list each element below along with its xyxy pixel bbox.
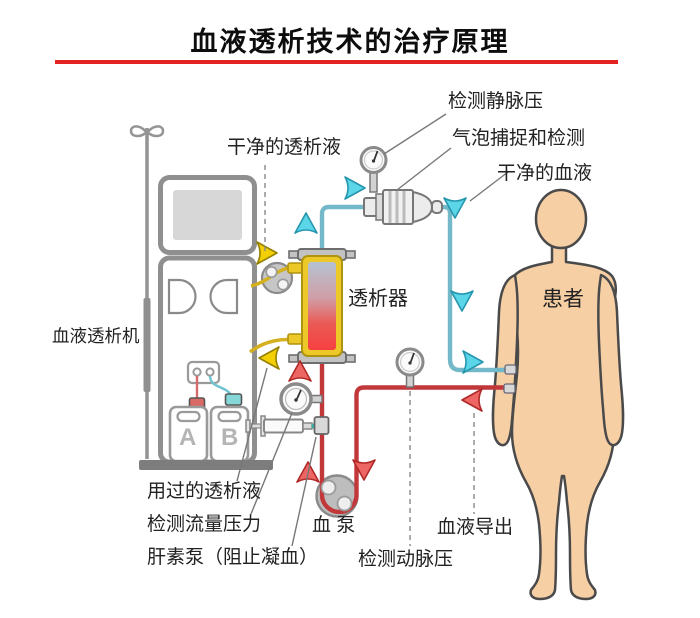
machine-door-left xyxy=(167,278,197,315)
cyan-arrow-right-icon xyxy=(344,176,366,200)
used-dialysate-label: 用过的透析液 xyxy=(147,481,262,502)
dialyzer-label: 透析器 xyxy=(348,288,408,310)
t-connector xyxy=(313,416,330,435)
red-arrow-down-icon xyxy=(352,459,376,481)
dialysate-inlet-port xyxy=(287,262,303,274)
heparin-syringe xyxy=(245,415,317,437)
dialysis-machine xyxy=(139,175,273,470)
venous-needle-connector xyxy=(504,364,517,375)
arterial-needle-connector xyxy=(503,383,516,394)
blood-out-label: 血液导出 xyxy=(437,517,514,538)
patient-left-arm xyxy=(491,273,519,447)
dialysate-flow-arrows xyxy=(256,241,280,370)
iv-pole-hooks-icon xyxy=(129,125,165,138)
machine-base xyxy=(139,460,273,470)
leader-lines xyxy=(236,113,509,547)
cyan-arrow-down-icon xyxy=(450,290,474,312)
page-title: 血液透析技术的治疗原理 xyxy=(190,27,510,57)
dashed-leader-lines xyxy=(264,165,475,546)
jug-b-label: B xyxy=(221,424,239,451)
red-arrow-up-icon xyxy=(288,360,312,382)
jug-a-handle xyxy=(176,410,201,423)
patient-right-arm xyxy=(597,273,625,447)
venous-pressure-gauge xyxy=(359,146,388,193)
machine-screen xyxy=(173,190,242,240)
iv-pole xyxy=(129,125,165,459)
dialysate-pump-roller-2 xyxy=(276,278,289,291)
patient-label: 患者 xyxy=(542,288,584,311)
jug-a-label: A xyxy=(179,424,197,451)
dialyzer-membrane xyxy=(308,262,336,350)
dialyzer-device xyxy=(287,248,356,364)
dialysate-pump-roller-1 xyxy=(265,265,278,278)
cap-b xyxy=(224,393,243,406)
bubble-trap-label: 气泡捕捉和检测 xyxy=(452,128,586,149)
machine-door-right xyxy=(209,278,239,315)
concentrate-tube-b xyxy=(208,375,233,396)
blood-flow-arrows xyxy=(288,360,483,483)
heparin-pump-label: 肝素泵（阻止凝血） xyxy=(147,547,319,568)
arterial-pressure-gauge xyxy=(395,347,425,388)
yellow-arrow-right-icon xyxy=(256,241,278,265)
clean-blood-flow-arrows xyxy=(294,176,484,374)
title-underline xyxy=(55,60,618,64)
red-arrow-left-icon xyxy=(461,388,483,412)
patient-head xyxy=(534,188,588,250)
blood-pump-roller-1 xyxy=(320,479,337,496)
arterial-blood-tube xyxy=(319,356,513,515)
port-b xyxy=(205,367,215,377)
bubble-trap-device xyxy=(363,189,443,225)
dialysate-outlet-port xyxy=(287,333,303,345)
patient-figure xyxy=(491,188,625,601)
arterial-pressure-label: 检测动脉压 xyxy=(358,549,454,570)
port-a xyxy=(192,367,202,377)
venous-pressure-label: 检测静脉压 xyxy=(448,91,544,112)
flow-pressure-gauge xyxy=(279,382,323,416)
yellow-arrow-left-icon xyxy=(258,346,280,370)
cyan-arrow-down-icon xyxy=(443,197,467,219)
blood-pump-label: 血 泵 xyxy=(312,515,356,536)
cyan-arrow-up-icon xyxy=(294,212,318,234)
machine-label: 血液透析机 xyxy=(52,326,140,346)
clean-blood-label: 干净的血液 xyxy=(497,163,593,184)
cyan-arrow-right-icon xyxy=(462,350,484,374)
jug-b-handle xyxy=(217,410,242,423)
clean-dialysate-label: 干净的透析液 xyxy=(227,137,342,158)
blood-pump-roller-2 xyxy=(336,495,353,512)
flow-pressure-label: 检测流量压力 xyxy=(147,514,262,535)
venous-blood-tube xyxy=(319,204,514,373)
